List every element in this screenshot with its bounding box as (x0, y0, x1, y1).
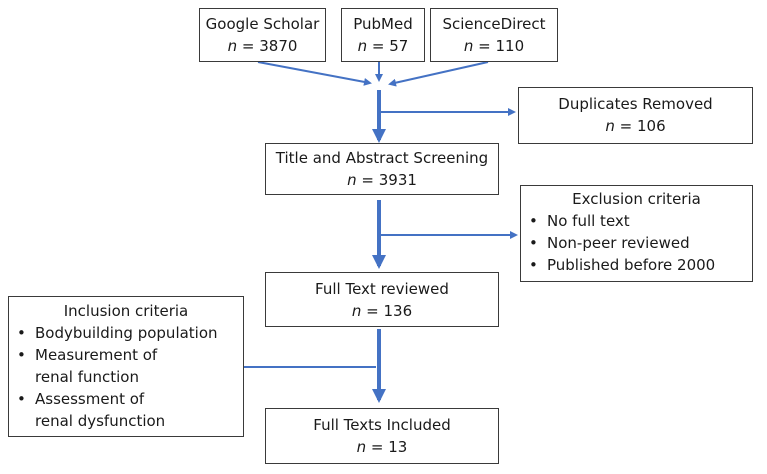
n-value: = 136 (366, 302, 413, 320)
list-item: Non-peer reviewed (521, 232, 752, 254)
n-value: = 13 (370, 438, 408, 456)
source-sciencedirect: ScienceDirect n = 110 (430, 8, 558, 62)
n-value: = 106 (619, 117, 666, 135)
exclusion-criteria-box: Exclusion criteria No full text Non-peer… (520, 185, 753, 282)
source-name: ScienceDirect (442, 15, 546, 33)
n-value: = 3931 (361, 171, 417, 189)
n-value: = 57 (371, 37, 409, 55)
n-label: n (356, 438, 367, 456)
n-value: = 110 (478, 37, 525, 55)
n-label: n (357, 37, 368, 55)
source-google-scholar: Google Scholar n = 3870 (199, 8, 326, 62)
fulltexts-included-box: Full Texts Included n = 13 (265, 408, 499, 464)
fulltext-reviewed-title: Full Text reviewed (315, 280, 449, 298)
exclusion-list: No full text Non-peer reviewed Published… (521, 210, 752, 276)
exclusion-title: Exclusion criteria (572, 190, 701, 208)
list-item: Assessment of renal dysfunction (9, 388, 185, 432)
n-label: n (463, 37, 474, 55)
duplicates-removed-box: Duplicates Removed n = 106 (518, 87, 753, 144)
list-item: Bodybuilding population (9, 322, 243, 344)
fulltexts-included-title: Full Texts Included (313, 416, 451, 434)
list-item: Measurement of renal function (9, 344, 185, 388)
arrow-google-scholar (257, 61, 372, 86)
source-name: Google Scholar (205, 15, 320, 33)
arrow-sciencedirect (388, 61, 489, 87)
n-label: n (351, 302, 362, 320)
screening-title: Title and Abstract Screening (275, 149, 489, 167)
inclusion-title: Inclusion criteria (63, 302, 189, 320)
source-name: PubMed (353, 15, 413, 33)
n-label: n (605, 117, 615, 135)
list-item: No full text (521, 210, 752, 232)
source-pubmed: PubMed n = 57 (341, 8, 425, 62)
list-item: Published before 2000 (521, 254, 752, 276)
n-label: n (347, 171, 357, 189)
n-label: n (227, 37, 238, 55)
inclusion-list: Bodybuilding population Measurement of r… (9, 322, 243, 432)
duplicates-title: Duplicates Removed (558, 95, 713, 113)
inclusion-criteria-box: Inclusion criteria Bodybuilding populati… (8, 296, 244, 437)
n-value: = 3870 (241, 37, 298, 55)
screening-box: Title and Abstract Screening n = 3931 (265, 143, 499, 195)
fulltext-reviewed-box: Full Text reviewed n = 136 (265, 272, 499, 327)
